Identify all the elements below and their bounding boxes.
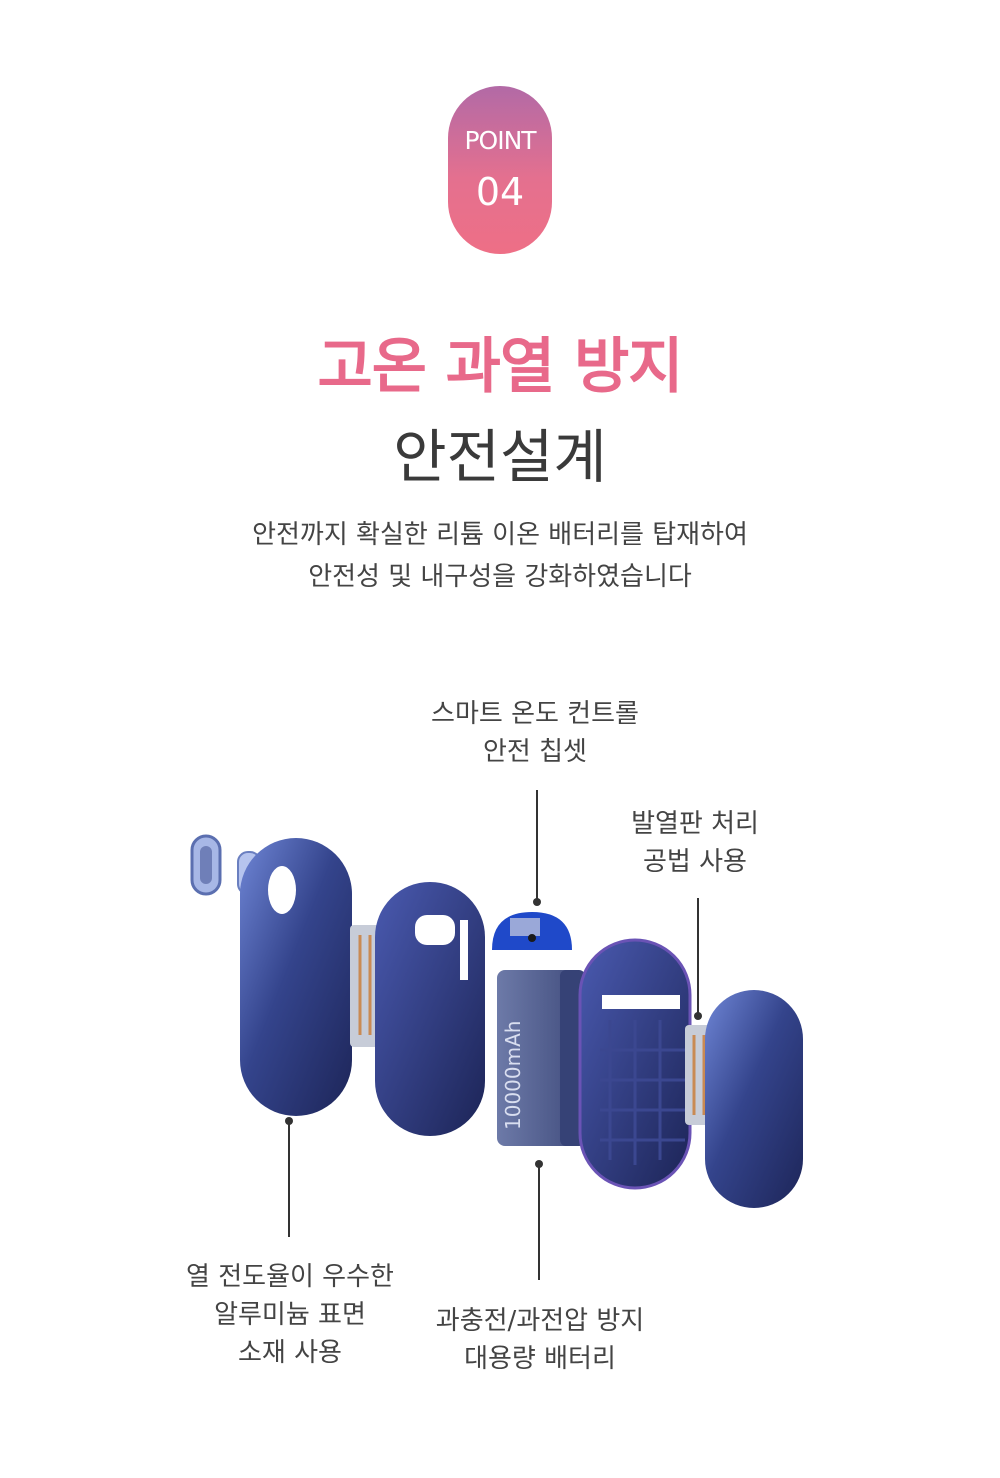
chipset [492, 912, 572, 950]
callout-chipset: 스마트 온도 컨트롤 안전 칩셋 [431, 699, 639, 767]
callout-battery-line [538, 1164, 540, 1280]
point-badge: POINT 04 [448, 86, 552, 254]
callout-heat-plate-line [697, 898, 699, 1016]
description-line-2: 안전성 및 내구성을 강화하였습니다 [308, 562, 692, 592]
back-aluminum-shell [705, 990, 803, 1208]
subheadline: 안전설계 [393, 423, 607, 491]
callout-aluminum-line [288, 1121, 290, 1237]
point-label: POINT [464, 126, 536, 155]
headline: 고온 과열 방지 [317, 332, 684, 402]
exploded-product-illustration: 10000mAh [190, 834, 803, 1208]
inner-shell-back [578, 938, 692, 1190]
callout-heat-plate: 발열판 처리 공법 사용 [631, 809, 759, 877]
battery: 10000mAh [497, 970, 585, 1146]
description-line-1: 안전까지 확실한 리튬 이온 배터리를 탑재하여 [252, 520, 748, 550]
inner-shell-front [375, 882, 485, 1136]
callout-battery: 과충전/과전압 방지 대용량 배터리 [435, 1306, 645, 1374]
callout-chipset-dot [533, 898, 541, 906]
callout-chipset-line [536, 790, 538, 902]
point-number: 04 [475, 170, 525, 214]
battery-capacity-print: 10000mAh [501, 1021, 525, 1130]
callout-aluminum: 열 전도율이 우수한 알루미늄 표면 소재 사용 [186, 1262, 394, 1368]
front-aluminum-shell [240, 838, 352, 1116]
callout-heat-plate-dot [694, 1012, 702, 1020]
